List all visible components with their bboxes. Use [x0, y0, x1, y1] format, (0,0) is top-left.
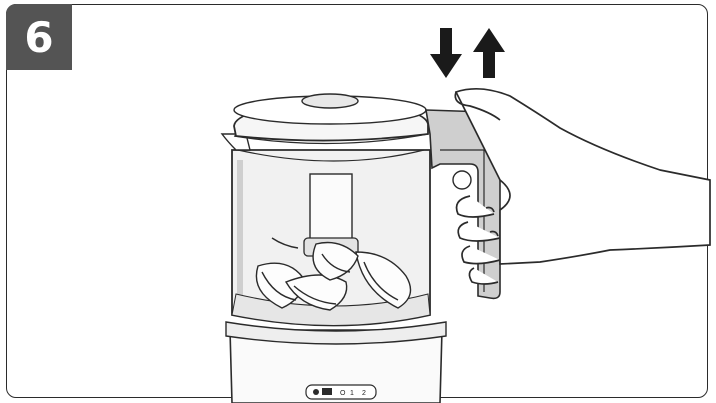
release-button[interactable]: [452, 170, 472, 190]
dial-speed1-label: 1: [350, 390, 354, 397]
motor-base: [225, 321, 447, 403]
down-arrow-icon: [430, 28, 462, 78]
power-dial-icon[interactable]: O 1 2: [305, 384, 377, 400]
hand: [454, 87, 711, 285]
onion-pieces: [255, 237, 412, 311]
dial-speed2-label: 2: [362, 390, 366, 397]
jar-lid: [233, 93, 429, 145]
step-number-badge: 6: [6, 4, 72, 70]
up-arrow-icon: [473, 28, 505, 78]
dial-off-label: O: [340, 390, 346, 397]
step-number: 6: [24, 12, 54, 62]
